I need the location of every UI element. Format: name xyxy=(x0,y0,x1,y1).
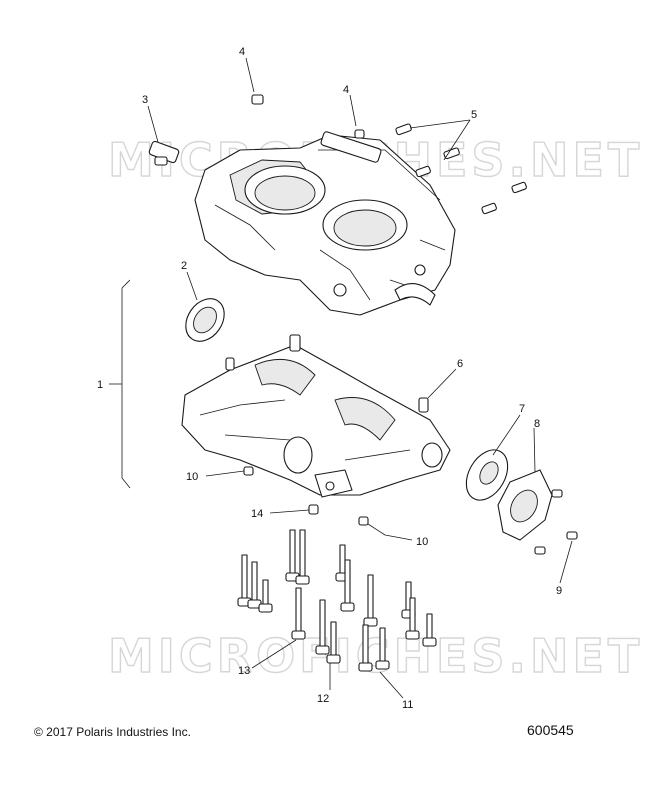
fittings xyxy=(395,123,527,215)
callout-10-left: 10 xyxy=(186,471,198,483)
small-bolt xyxy=(308,504,319,515)
plug-lower-center xyxy=(358,516,369,526)
watermark-bottom: MICROFICHES.NET xyxy=(108,629,643,683)
leader-lines xyxy=(109,57,573,699)
plug-lower-left xyxy=(243,466,254,476)
plug-upper-left xyxy=(251,94,264,105)
callouts: 1 2 3 4 4 5 6 7 8 9 10 10 11 12 13 14 xyxy=(97,46,562,711)
callout-3: 3 xyxy=(142,94,148,106)
callout-7: 7 xyxy=(519,403,525,415)
callout-9: 9 xyxy=(556,585,562,597)
upper-crankcase xyxy=(194,131,456,316)
screw-a xyxy=(551,489,563,498)
copyright-text: © 2017 Polaris Industries Inc. xyxy=(34,725,191,739)
callout-10-right: 10 xyxy=(416,536,428,548)
end-cover xyxy=(497,469,553,541)
cover-seal xyxy=(465,449,509,501)
callout-8: 8 xyxy=(534,418,540,430)
callout-13: 13 xyxy=(238,665,250,677)
callout-11: 11 xyxy=(402,699,413,711)
callout-1: 1 xyxy=(97,379,103,391)
lower-crankcase xyxy=(181,334,451,498)
sensor xyxy=(148,140,180,166)
callout-6: 6 xyxy=(457,358,463,370)
screw-c xyxy=(534,546,546,555)
dowel-pin xyxy=(418,397,429,413)
plug-upper-center xyxy=(354,129,365,139)
diagram-number: 600545 xyxy=(527,722,574,738)
callout-4-upper-center: 4 xyxy=(343,84,349,96)
crankshaft-seal xyxy=(185,298,225,342)
callout-5: 5 xyxy=(471,109,477,121)
callout-2: 2 xyxy=(181,260,187,272)
callout-4-upper-left: 4 xyxy=(239,46,245,58)
callout-14: 14 xyxy=(251,508,263,520)
screw-b xyxy=(566,531,578,540)
bolt-set xyxy=(237,529,437,672)
callout-12: 12 xyxy=(317,693,329,705)
